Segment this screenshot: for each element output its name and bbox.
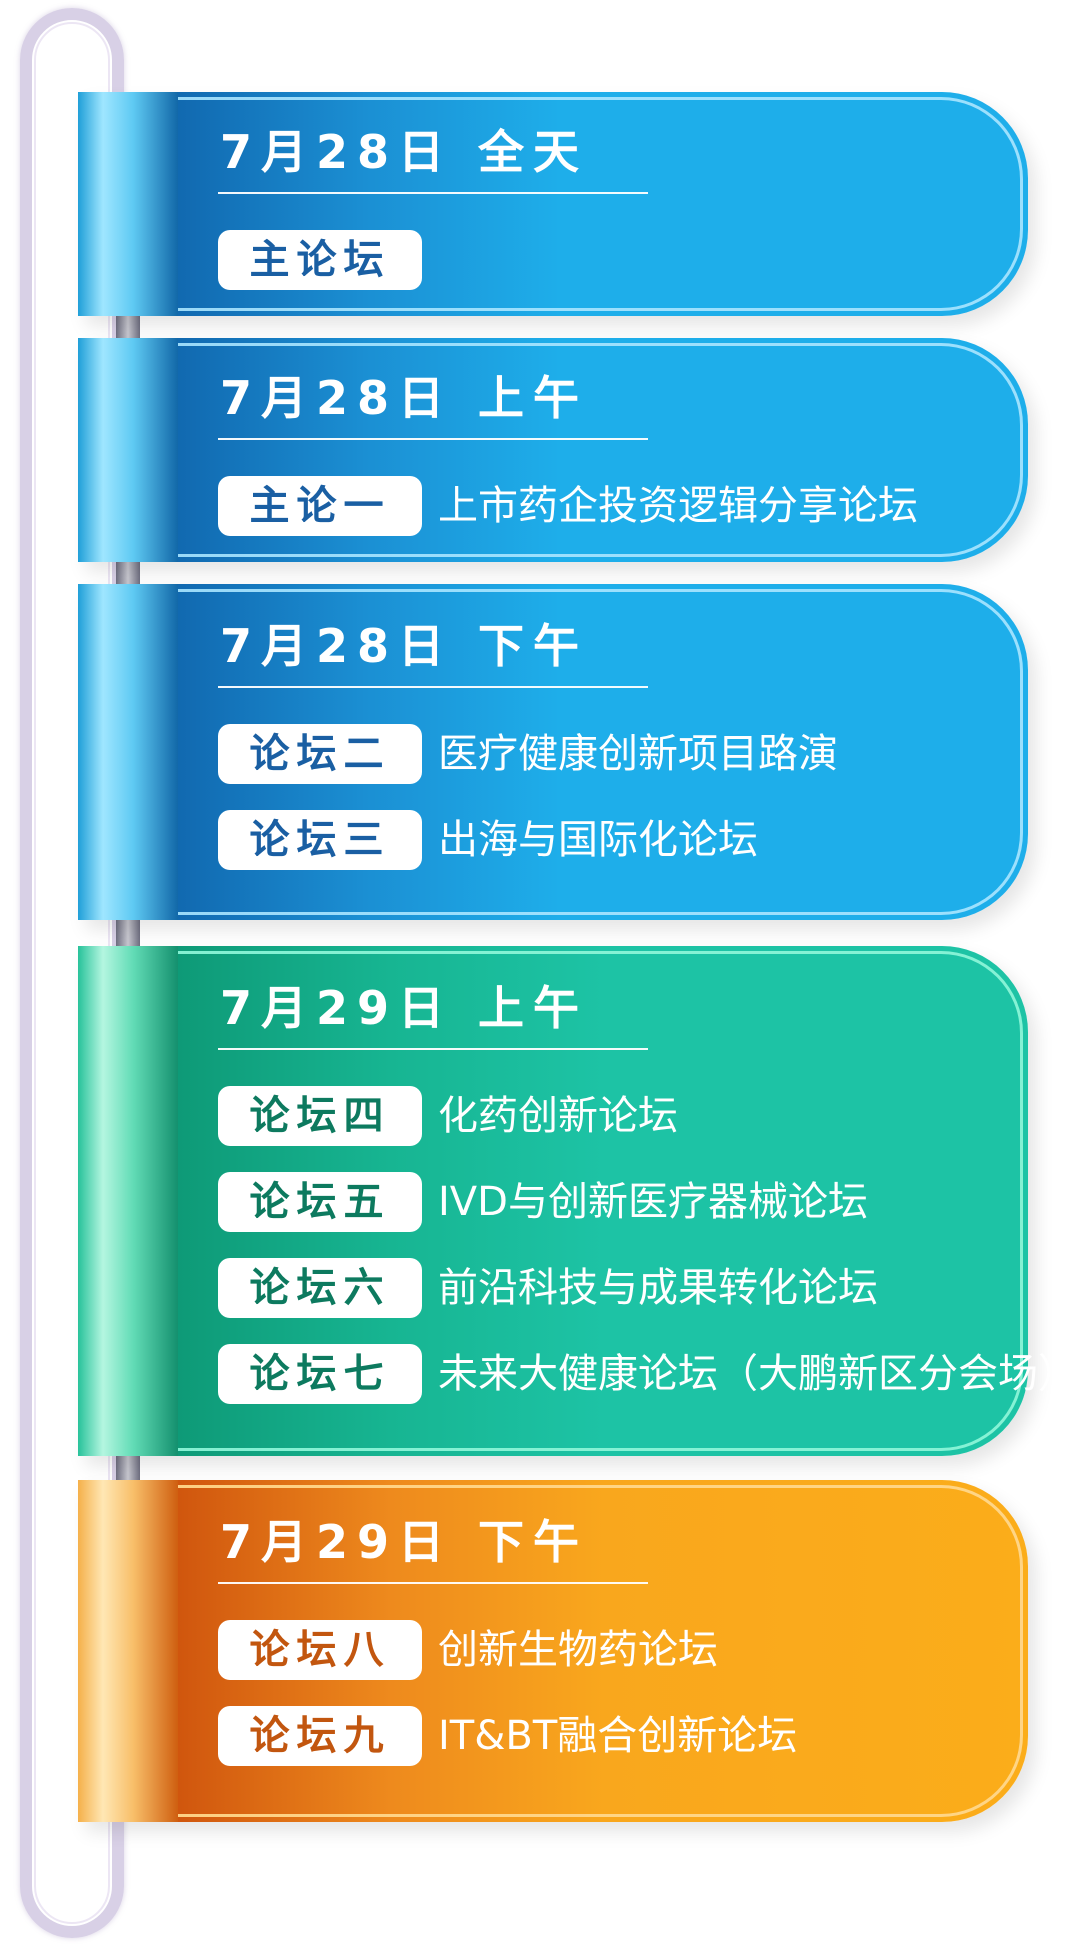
forum-title: 出海与国际化论坛 (438, 817, 758, 863)
card-tab (78, 338, 178, 562)
forum-badge: 论坛七 (218, 1344, 422, 1404)
card-tab (78, 92, 178, 316)
session-date: 7月28日 全天 (220, 125, 589, 179)
forum-title: IVD与创新医疗器械论坛 (438, 1179, 868, 1225)
connector (116, 314, 140, 340)
forum-title: 化药创新论坛 (438, 1093, 678, 1139)
forum-badge: 论坛四 (218, 1086, 422, 1146)
forum-title: 医疗健康创新项目路演 (438, 731, 838, 777)
session-card-0728-pm (78, 584, 1028, 920)
date-divider (218, 438, 648, 440)
session-date: 7月28日 上午 (220, 371, 589, 425)
forum-title: 上市药企投资逻辑分享论坛 (438, 483, 918, 529)
forum-badge: 论坛八 (218, 1620, 422, 1680)
session-date: 7月29日 上午 (220, 981, 589, 1035)
forum-badge: 论坛二 (218, 724, 422, 784)
session-date: 7月28日 下午 (220, 619, 589, 673)
forum-badge: 主论一 (218, 476, 422, 536)
forum-badge: 论坛三 (218, 810, 422, 870)
card-tab (78, 946, 178, 1456)
forum-title: IT&BT融合创新论坛 (438, 1713, 798, 1759)
card-tab (78, 1480, 178, 1822)
forum-title: 创新生物药论坛 (438, 1627, 718, 1673)
forum-badge: 论坛六 (218, 1258, 422, 1318)
card-tab (78, 584, 178, 920)
connector (116, 560, 140, 586)
date-divider (218, 192, 648, 194)
session-date: 7月29日 下午 (220, 1515, 589, 1569)
forum-badge: 主论坛 (218, 230, 422, 290)
date-divider (218, 1582, 648, 1584)
forum-title: 未来大健康论坛（大鹏新区分会场） (438, 1351, 1078, 1397)
forum-badge: 论坛五 (218, 1172, 422, 1232)
date-divider (218, 1048, 648, 1050)
date-divider (218, 686, 648, 688)
forum-badge: 论坛九 (218, 1706, 422, 1766)
forum-title: 前沿科技与成果转化论坛 (438, 1265, 878, 1311)
